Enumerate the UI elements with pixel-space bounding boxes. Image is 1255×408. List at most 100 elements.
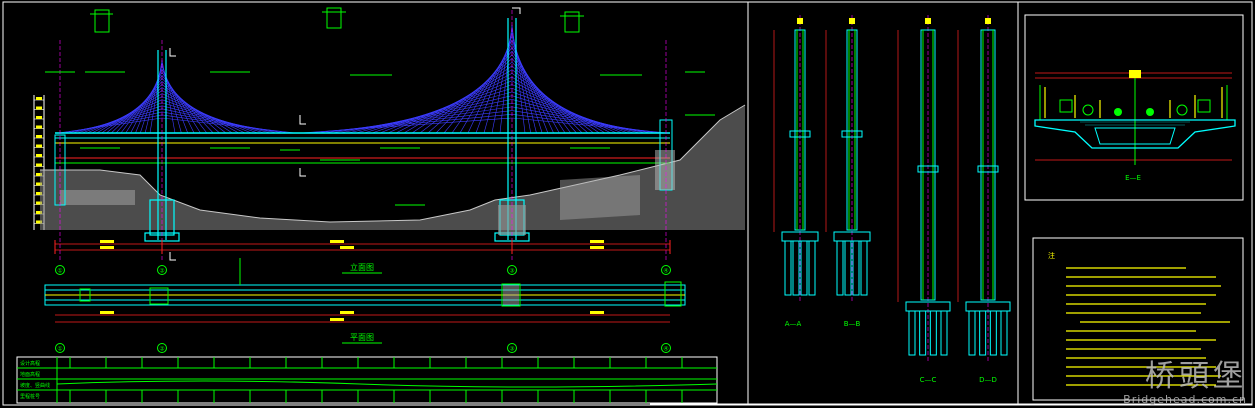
stay-cable — [355, 91, 513, 134]
pile — [919, 310, 927, 356]
plan-title: 平面图 — [350, 333, 374, 342]
dimension-lines — [55, 243, 670, 251]
axis-marker — [157, 265, 167, 275]
stay-cable — [140, 66, 163, 134]
dim-value — [340, 246, 354, 249]
scale-tick-label — [36, 182, 42, 186]
stay-cable — [161, 102, 265, 134]
pile — [836, 240, 844, 296]
pile-cap — [965, 301, 1011, 312]
axis-marker — [507, 343, 517, 353]
pier-top-mark — [797, 18, 803, 24]
dim-value — [590, 240, 604, 243]
crossbeam — [841, 130, 863, 138]
stay-cable — [511, 87, 623, 134]
stay-cable — [511, 80, 611, 134]
scale-tick-label — [36, 154, 42, 157]
stay-cable — [511, 50, 566, 134]
profile-table: 设计高程 地面高程 坡度、竖曲线 里程桩号 — [16, 356, 718, 404]
table-row-label: 坡度、竖曲线 — [20, 382, 50, 389]
pile — [929, 310, 937, 356]
pile — [1000, 310, 1008, 356]
pier-section-drawing — [897, 15, 951, 363]
stay-cable — [82, 102, 163, 134]
scale-tick-label — [36, 173, 42, 176]
axis-marker — [55, 343, 65, 353]
pier-section-drawing — [773, 15, 819, 303]
pile-cap — [781, 231, 819, 242]
axis-marker — [661, 265, 671, 275]
dim-value — [100, 311, 114, 314]
scale-tick-label — [36, 201, 42, 205]
stay-cable — [511, 43, 554, 134]
stay-cable — [161, 96, 252, 134]
stay-cable — [299, 117, 513, 134]
box-girder — [1034, 119, 1236, 149]
scale-tick-label — [36, 116, 42, 119]
pier-shaft — [794, 29, 806, 231]
pile — [940, 310, 948, 356]
pile — [784, 240, 792, 296]
stay-cable — [379, 80, 513, 134]
dim-value — [340, 311, 354, 314]
axis-marker-label: ② — [159, 268, 165, 275]
axis-marker-label: ② — [159, 346, 165, 353]
pier-shaft — [846, 29, 858, 231]
notes-title: 注 — [1048, 251, 1055, 260]
dim-value — [330, 318, 344, 321]
axis-marker — [507, 265, 517, 275]
stay-cable — [511, 117, 669, 134]
axis-marker — [55, 265, 65, 275]
axis-marker-label: ④ — [663, 346, 668, 353]
stay-cable — [57, 117, 163, 134]
stay-cable — [511, 84, 617, 134]
pile — [852, 240, 860, 296]
axis-marker — [661, 343, 671, 353]
scale-tick-label — [36, 144, 42, 148]
scale-tick-label — [36, 106, 42, 110]
section-d-label: D—D — [979, 376, 997, 384]
section-b-label: B—B — [844, 320, 861, 328]
pile — [968, 310, 976, 356]
stay-cable — [72, 108, 163, 134]
watermark-brand: 桥頭堡 — [1145, 359, 1247, 394]
pile — [979, 310, 987, 356]
pile — [800, 240, 808, 296]
pile-cap — [905, 301, 951, 312]
pile — [808, 240, 816, 296]
scale-tick-label — [36, 211, 42, 214]
pile — [989, 310, 997, 356]
stay-cable — [511, 58, 577, 134]
axis-marker-label: ① — [57, 268, 62, 275]
crossbeam — [977, 165, 999, 173]
stay-cable — [511, 47, 560, 134]
watermark-url: Bridgehead.com.cn — [1123, 393, 1247, 406]
stay-cable — [363, 87, 513, 134]
scale-tick-label — [36, 192, 42, 195]
axis-marker-label: ③ — [509, 268, 514, 275]
notes: 注 — [1032, 237, 1244, 401]
stay-cable — [91, 96, 163, 134]
deck-section-title: E—E — [1125, 174, 1141, 182]
stay-cable — [161, 108, 277, 134]
pier-shaft — [920, 29, 936, 301]
stay-cable — [435, 54, 513, 134]
pier-section-drawing — [825, 15, 871, 303]
dim-value — [590, 311, 604, 314]
pier-top-mark — [925, 18, 931, 24]
dim-value — [100, 240, 114, 243]
pile — [860, 240, 868, 296]
table-row-label: 设计高程 — [20, 360, 40, 367]
crossbeam — [789, 130, 811, 138]
stay-cable — [511, 54, 571, 134]
stay-cable — [125, 75, 163, 134]
section-a-label: A—A — [785, 320, 802, 328]
deck-section: E—E — [1024, 14, 1244, 201]
pile — [908, 310, 916, 356]
watermark: 桥頭堡 Bridgehead.com.cn — [1123, 359, 1247, 407]
stay-cable — [161, 105, 271, 134]
scale-tick-label — [36, 125, 42, 129]
